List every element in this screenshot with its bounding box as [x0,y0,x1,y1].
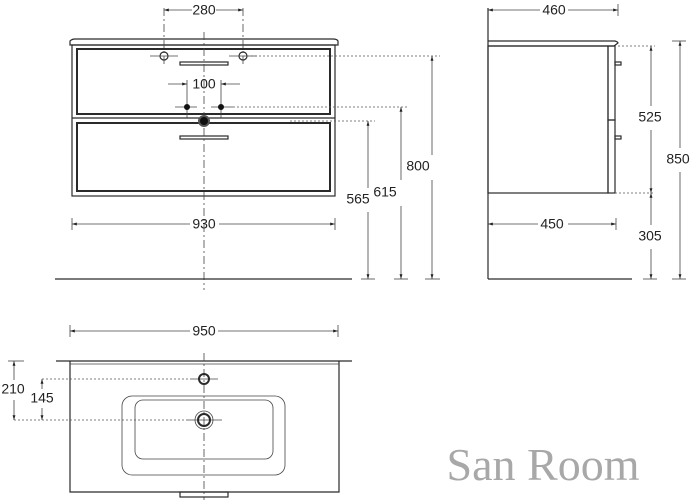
lower-drawer [76,122,331,192]
pipe-right [218,104,224,110]
dim-tap-spacing: 280 [192,2,216,18]
side-countertop [488,40,619,47]
drain-ring [194,410,214,430]
dim-basin-width: 950 [192,323,216,339]
dim-cabinet-depth: 450 [540,216,564,232]
dim-floor-clearance: 305 [638,228,662,244]
basin-bowl-inner [134,399,274,460]
watermark: San Room [447,439,640,490]
dim-drain-height: 565 [346,191,370,207]
side-upper-front [607,45,616,121]
drain-outlet [198,115,210,127]
tap-hole [198,373,210,385]
lower-handle [179,135,229,140]
overflow-bracket [179,491,229,498]
cabinet-body [71,44,336,197]
drain-hole [197,413,211,427]
side-view: 460 450 525 305 850 [487,2,690,280]
side-handle-upper [614,61,622,66]
dim-top-depth: 460 [542,2,566,18]
pipe-left [184,104,190,110]
countertop [69,38,339,46]
dim-pipe-height: 615 [373,184,397,200]
side-lower-front [607,119,616,194]
top-view: 950 210 145 [1,323,352,500]
dim-cabinet-width: 930 [192,216,216,232]
side-handle-lower [614,135,622,140]
front-view: 280 100 930 800 615 565 [55,2,440,290]
dim-side-total-height: 850 [666,151,690,167]
basin-bowl-outer [121,395,286,476]
dim-tap-to-drain: 145 [30,390,54,406]
dim-cabinet-height: 525 [638,109,662,125]
side-cabinet [487,45,609,194]
dim-tap-hole-offset: 210 [1,381,25,397]
dim-total-height: 800 [406,158,430,174]
upper-drawer [76,48,331,115]
dim-pipe-spacing: 100 [192,76,216,92]
